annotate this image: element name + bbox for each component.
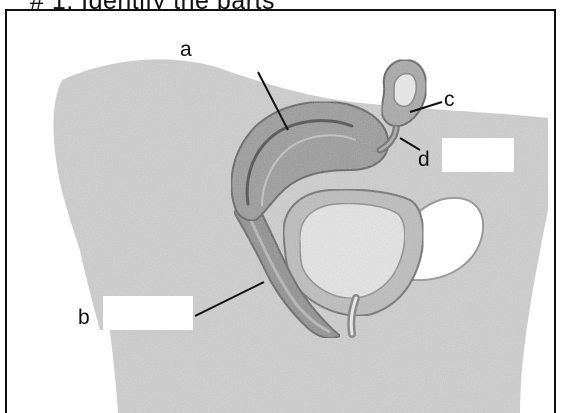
answer-blank-b	[103, 296, 193, 330]
label-b: b	[78, 306, 90, 329]
answer-blank-d	[442, 138, 514, 172]
label-a: a	[180, 38, 192, 61]
ovary-inner	[394, 74, 416, 107]
label-d: d	[418, 148, 430, 171]
label-c: c	[444, 88, 455, 111]
